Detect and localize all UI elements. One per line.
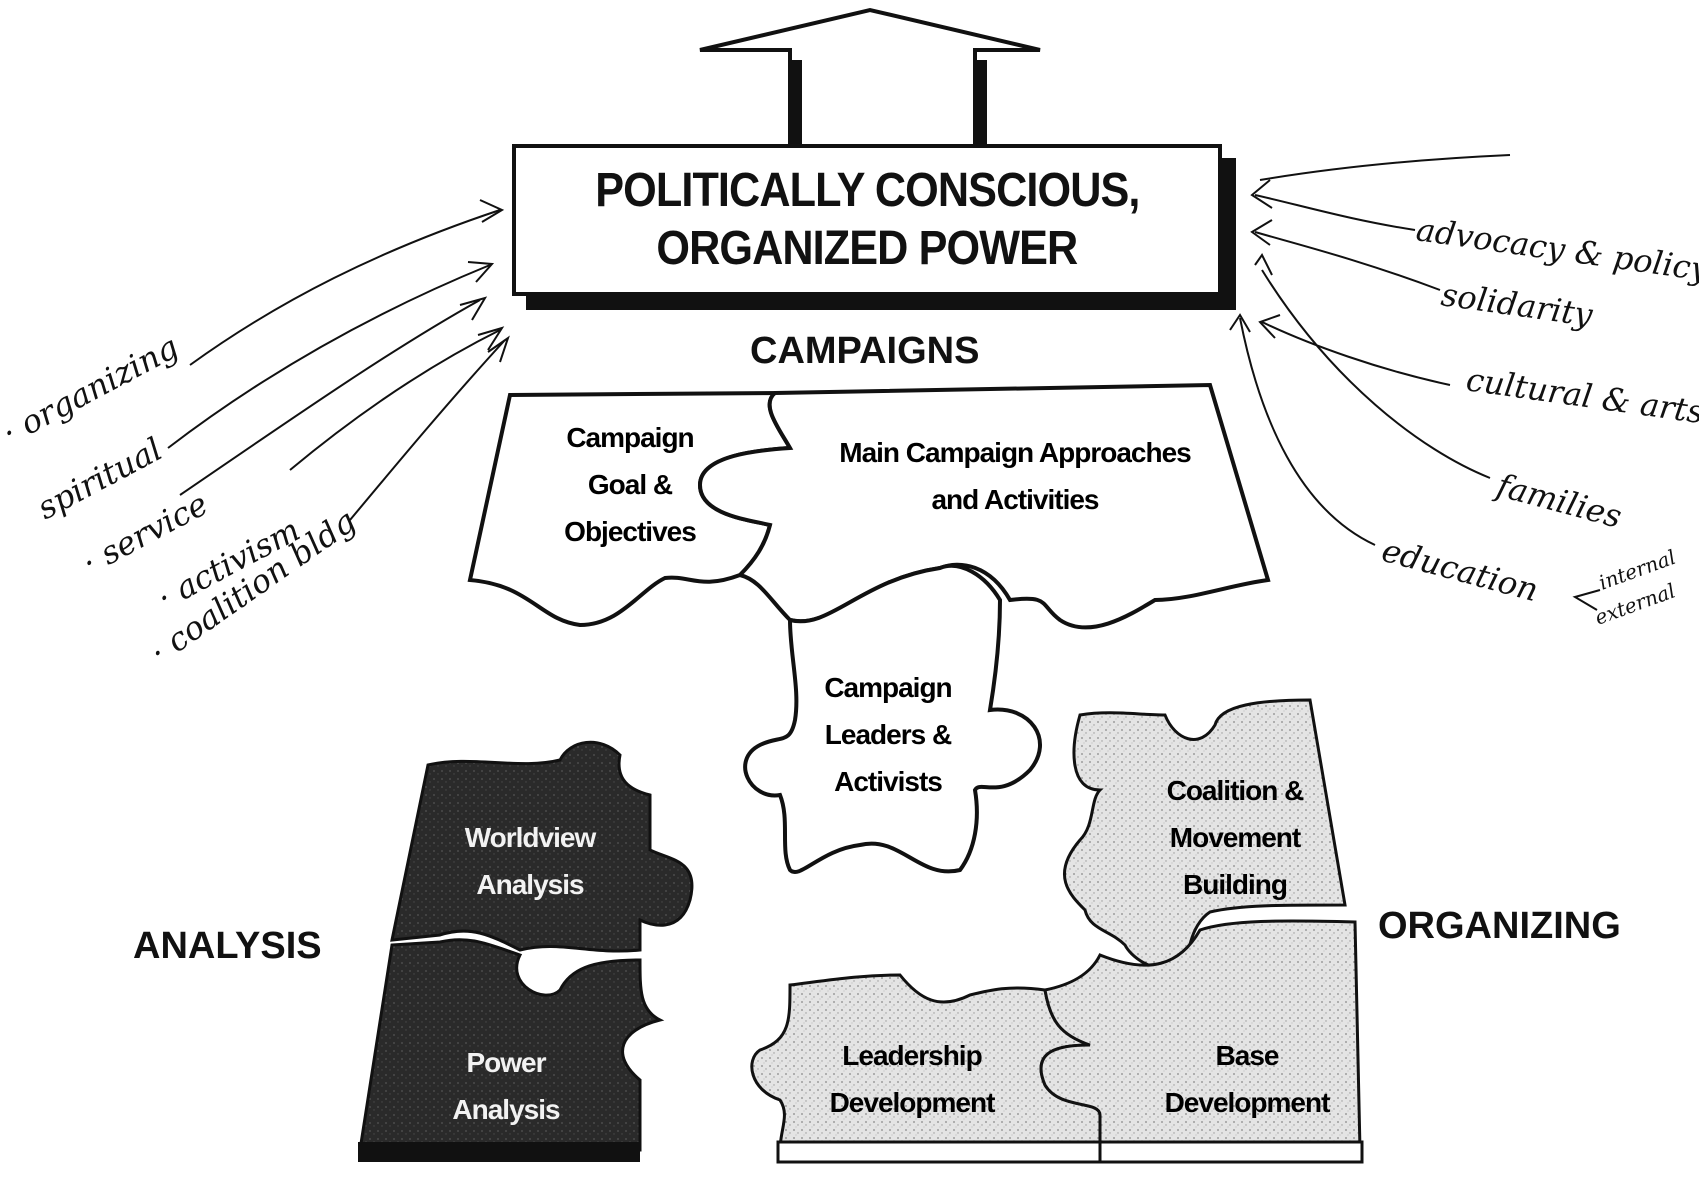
puzzle-piece-base: [1039, 919, 1362, 1152]
annotation-organizing: · organizing: [0, 328, 185, 452]
puzzle-piece-campaign-leaders: [743, 563, 1042, 874]
worldview-label-1: Worldview: [465, 822, 597, 853]
campaign-leaders-label-2: Leaders &: [825, 719, 952, 750]
leadership-base: [776, 1140, 1102, 1164]
section-label-organizing: ORGANIZING: [1378, 905, 1621, 947]
base-development-base: [1098, 1140, 1364, 1164]
annotation-solidarity: solidarity: [1439, 275, 1596, 334]
campaign-leaders-label-3: Activists: [834, 766, 942, 797]
coalition-label-2: Movement: [1170, 822, 1301, 853]
campaign-goal-label-2: Goal &: [588, 469, 673, 500]
title-line-1: POLITICALLY CONSCIOUS,: [594, 164, 1140, 217]
campaign-goal-label-1: Campaign: [566, 422, 693, 453]
left-annotation-arrows: [167, 199, 510, 521]
up-arrow: [699, 7, 1041, 150]
coalition-label-1: Coalition &: [1167, 775, 1305, 806]
coalition-label-3: Building: [1183, 869, 1287, 900]
puzzle-piece-worldview: [390, 740, 694, 953]
base-label-2: Development: [1165, 1087, 1330, 1118]
leadership-label-2: Development: [830, 1087, 995, 1118]
base-label-1: Base: [1216, 1040, 1279, 1071]
power-analysis-base: [358, 1142, 640, 1162]
puzzle-piece-power: [358, 938, 665, 1152]
annotation-families: families: [1491, 466, 1626, 536]
section-label-analysis: ANALYSIS: [133, 925, 322, 967]
campaign-leaders-label-1: Campaign: [824, 672, 951, 703]
title-line-2: ORGANIZED POWER: [656, 222, 1079, 275]
leadership-label-1: Leadership: [842, 1040, 981, 1071]
power-label-2: Analysis: [452, 1094, 560, 1125]
section-label-campaigns: CAMPAIGNS: [750, 330, 980, 372]
right-annotation-arrows: [1229, 154, 1601, 611]
campaign-goal-label-3: Objectives: [564, 516, 696, 547]
title-box: POLITICALLY CONSCIOUS, ORGANIZED POWER: [512, 144, 1222, 296]
annotation-cultural-arts: cultural & arts: [1464, 360, 1699, 431]
annotation-education: education: [1378, 531, 1542, 609]
worldview-label-2: Analysis: [476, 869, 584, 900]
main-campaign-label-2: and Activities: [931, 484, 1098, 515]
power-label-1: Power: [466, 1047, 546, 1078]
main-campaign-label-1: Main Campaign Approaches: [839, 437, 1191, 468]
